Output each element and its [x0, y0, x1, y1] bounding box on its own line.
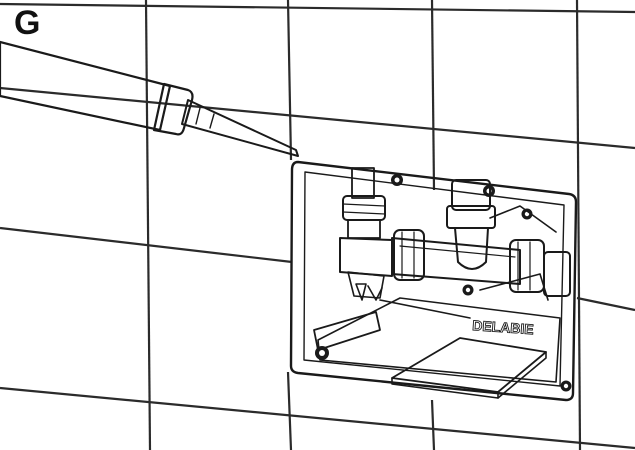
- brand-label: DELABIE: [472, 317, 534, 337]
- flush-box: [289, 160, 578, 402]
- box-screws: [315, 174, 572, 392]
- step-letter: G: [14, 4, 41, 42]
- valve-assembly: [313, 167, 571, 351]
- sealant-cartridge: [0, 40, 299, 157]
